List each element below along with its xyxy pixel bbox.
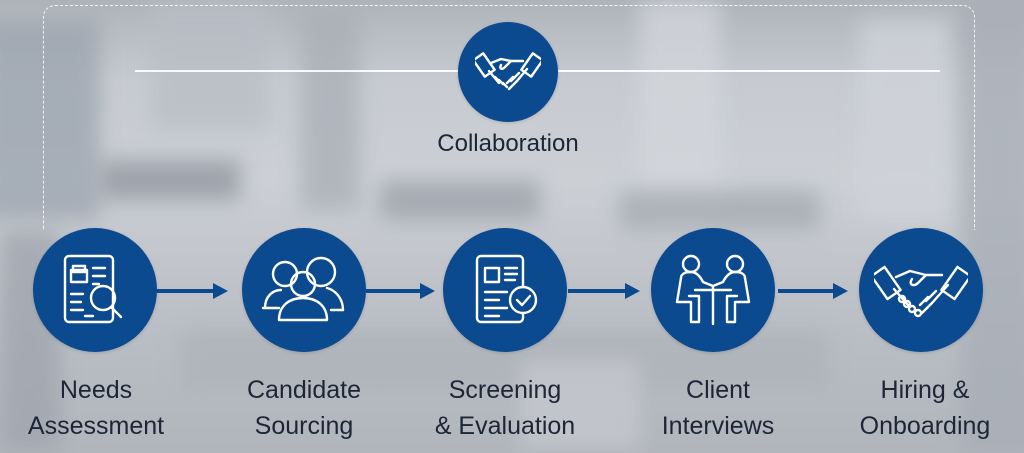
step-hiring-onboarding <box>859 228 983 352</box>
step-needs-assessment <box>33 228 157 352</box>
step-screening-evaluation <box>443 228 567 352</box>
flow-arrow-1 <box>157 283 228 299</box>
flow-arrow-3 <box>568 283 640 299</box>
label-line-1: Hiring & <box>880 376 970 404</box>
label-line-1: Candidate <box>247 376 361 404</box>
label-line-2: Assessment <box>27 412 165 440</box>
document-check-icon <box>475 254 538 324</box>
step-label-screening-evaluation: Screening & Evaluation <box>435 372 575 444</box>
collaboration-label: Collaboration <box>437 130 579 157</box>
step-label-hiring-onboarding: Hiring & Onboarding <box>860 372 991 444</box>
handshake-icon <box>874 265 968 318</box>
label-line-2: Interviews <box>661 412 775 440</box>
flow-arrow-4 <box>778 283 848 299</box>
label-line-2: & Evaluation <box>434 412 576 440</box>
step-label-candidate-sourcing: Candidate Sourcing <box>247 372 361 444</box>
step-label-client-interviews: Client Interviews <box>662 372 775 444</box>
label-line-1: Needs <box>59 376 133 404</box>
label-line-1: Client <box>686 376 750 404</box>
step-label-needs-assessment: Needs Assessment <box>28 372 164 444</box>
step-client-interviews <box>651 228 775 352</box>
meeting-table-icon <box>675 254 751 326</box>
label-line-2: Onboarding <box>859 412 991 440</box>
step-candidate-sourcing <box>242 228 366 352</box>
collaboration-node <box>458 22 558 122</box>
label-line-1: Screening <box>448 376 562 404</box>
collaboration-bracket <box>43 5 975 230</box>
label-line-2: Sourcing <box>254 412 354 440</box>
people-group-icon <box>261 256 345 322</box>
document-search-icon <box>63 254 123 324</box>
flow-arrow-2 <box>366 283 435 299</box>
handshake-icon <box>475 52 541 91</box>
